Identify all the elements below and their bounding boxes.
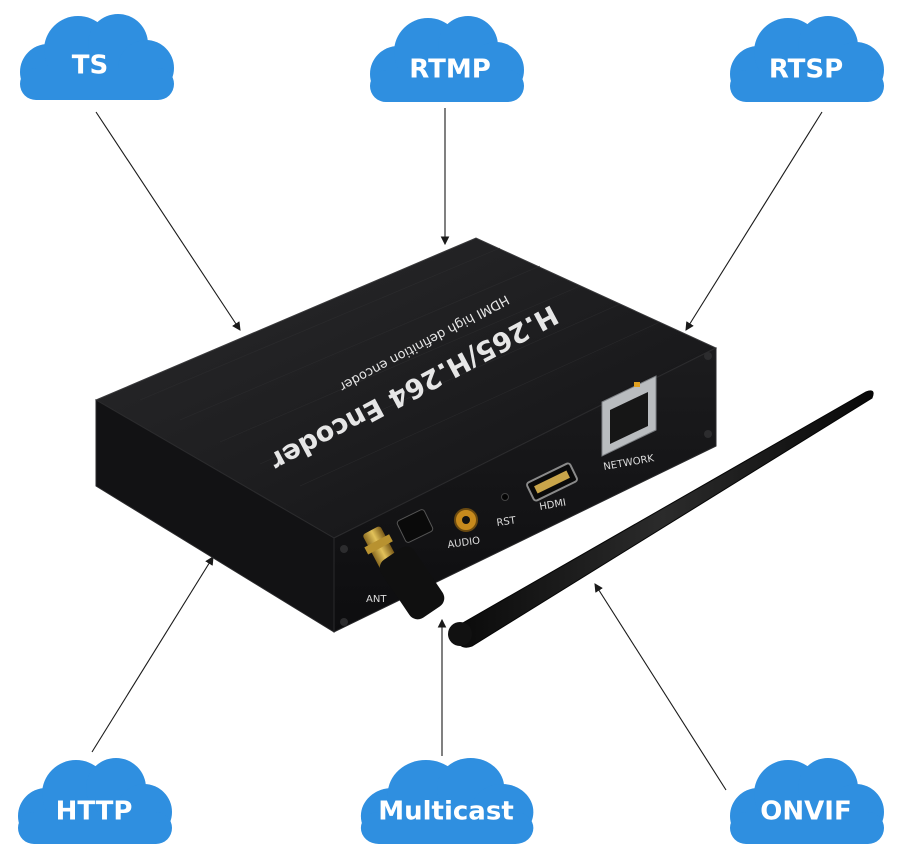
protocol-label-multicast: Multicast — [378, 797, 514, 827]
protocol-label-rtmp: RTMP — [409, 55, 491, 85]
reset-button — [501, 493, 509, 501]
hdmi-port — [526, 462, 578, 502]
connector-ts — [95, 111, 241, 331]
wifi-antenna — [363, 390, 874, 648]
protocol-label-http: HTTP — [56, 797, 133, 827]
network-port — [601, 375, 657, 457]
connector-http — [91, 556, 214, 753]
encoder-device: H.265/H.264 Encoder HDMI high definition… — [94, 237, 718, 633]
antenna-port-label: ANT — [366, 594, 387, 605]
connector-onvif — [594, 583, 727, 791]
protocol-label-onvif: ONVIF — [760, 797, 851, 827]
cloud-rtsp: RTSP — [730, 16, 884, 102]
screw-icon — [704, 430, 712, 438]
screw-icon — [340, 618, 348, 626]
cloud-rtmp: RTMP — [370, 16, 524, 102]
hdmi-port-label: HDMI — [539, 497, 567, 512]
protocol-label-rtsp: RTSP — [769, 55, 843, 85]
screw-icon — [704, 352, 712, 360]
screw-icon — [340, 545, 348, 553]
reset-port-label: RST — [496, 515, 518, 529]
cloud-ts: TS — [20, 14, 174, 100]
cloud-http: HTTP — [18, 758, 172, 844]
cloud-onvif: ONVIF — [730, 758, 884, 844]
protocol-label-ts: TS — [72, 51, 108, 81]
connector-rtsp — [685, 111, 823, 331]
audio-port-label: AUDIO — [447, 536, 481, 551]
dc-power-port — [396, 509, 434, 543]
